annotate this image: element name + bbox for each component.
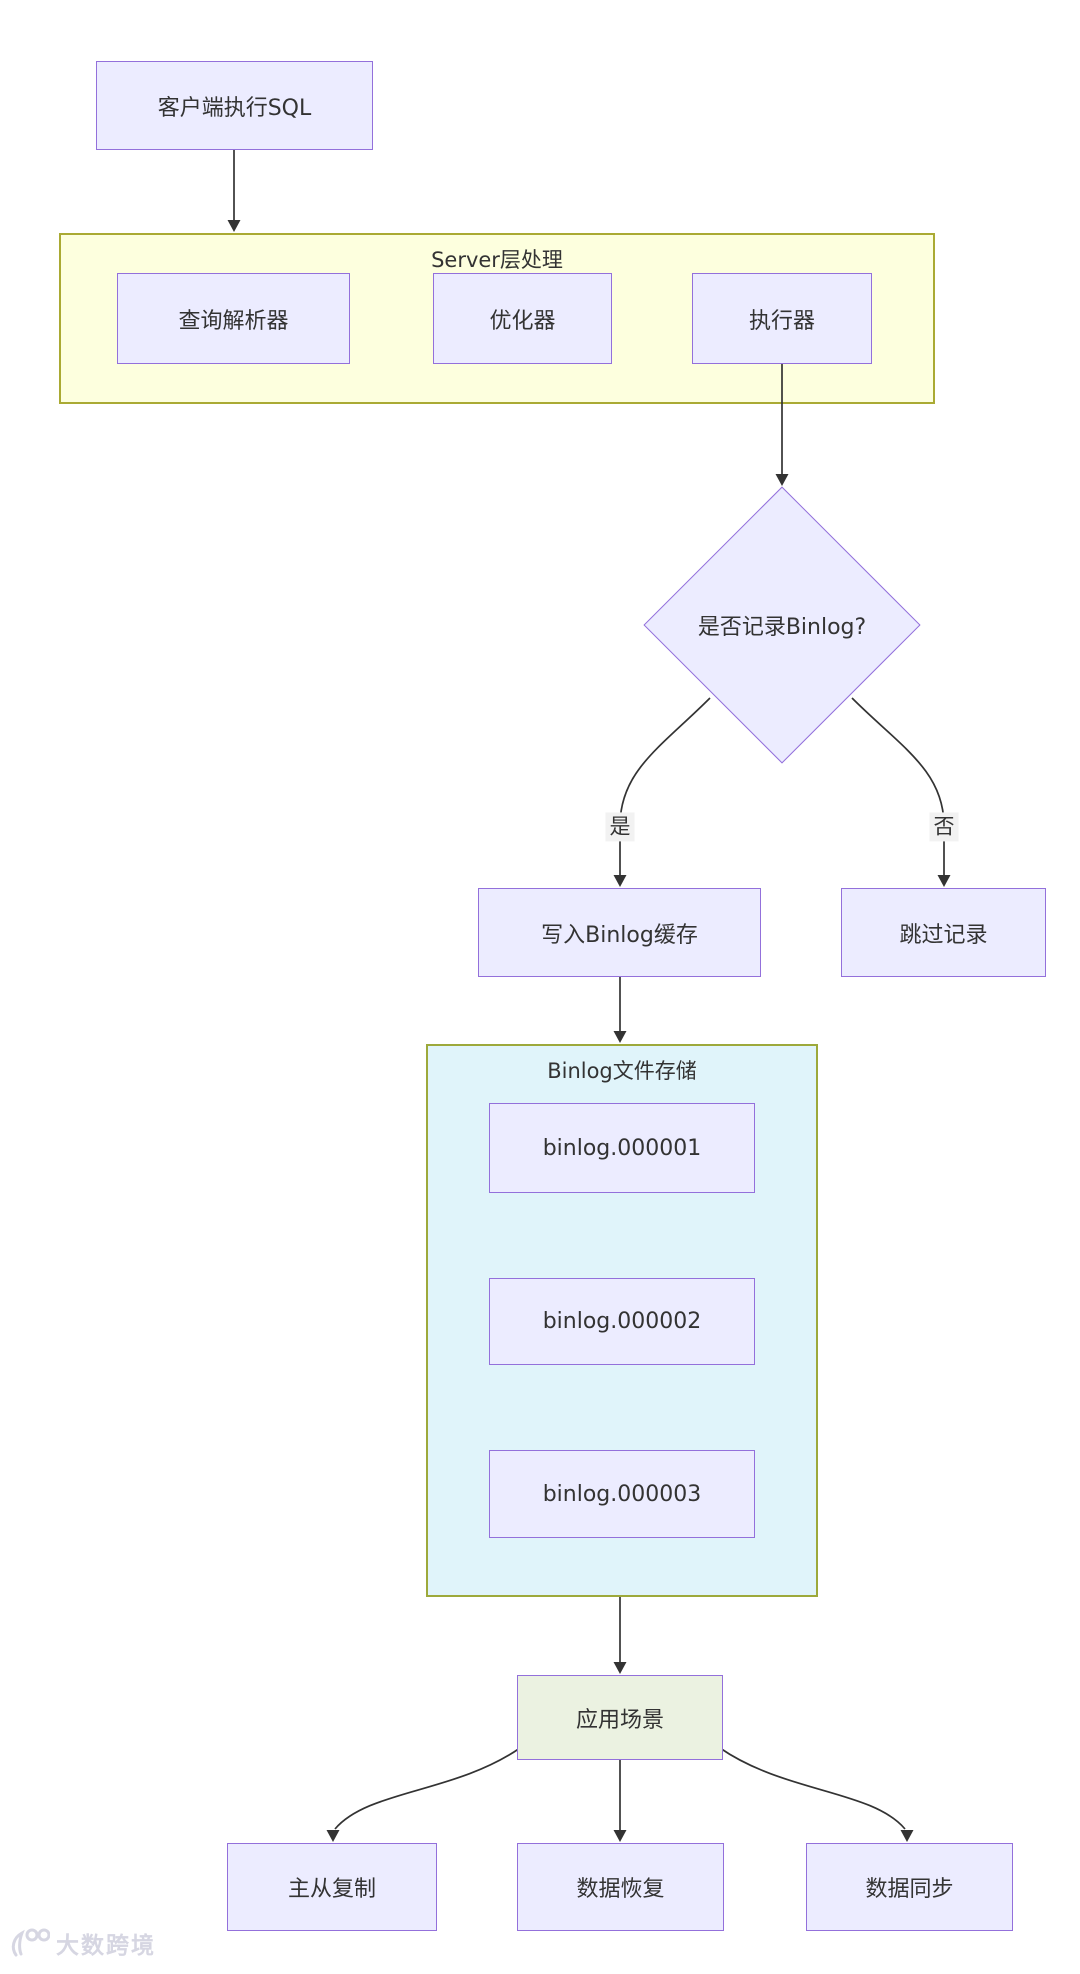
node-binlog-file-3-label: binlog.000003	[542, 1481, 702, 1507]
node-query-parser: 查询解析器	[117, 273, 350, 364]
edge-label-yes: 是	[605, 812, 635, 842]
node-write-binlog-cache: 写入Binlog缓存	[478, 888, 761, 977]
edge-decision-yes	[619, 697, 711, 875]
arrowhead	[613, 875, 627, 887]
watermark-logo-icon	[11, 1928, 50, 1957]
node-app-scenario-label: 应用场景	[575, 1707, 664, 1733]
decision-text: 是否记录Binlog?	[697, 615, 867, 640]
arrowhead	[613, 1031, 627, 1043]
node-write-binlog-cache-label: 写入Binlog缓存	[541, 922, 698, 948]
node-data-sync: 数据同步	[806, 1843, 1013, 1931]
node-master-slave-label: 主从复制	[287, 1877, 376, 1902]
arrowhead	[775, 474, 789, 486]
node-client-sql-label: 客户端执行SQL	[157, 95, 312, 121]
node-data-recovery: 数据恢复	[517, 1843, 724, 1931]
watermark-text: 大数跨境	[56, 1933, 156, 1959]
watermark: 大数跨境	[8, 1926, 156, 1960]
node-executor: 执行器	[692, 273, 872, 364]
edge-label-no: 否	[929, 812, 959, 842]
node-binlog-file-2: binlog.000002	[489, 1278, 755, 1365]
node-executor-label: 执行器	[748, 308, 815, 334]
node-master-slave: 主从复制	[227, 1843, 437, 1931]
node-binlog-file-1: binlog.000001	[489, 1103, 755, 1193]
node-data-recovery-label: 数据恢复	[576, 1877, 665, 1902]
node-query-parser-label: 查询解析器	[178, 308, 289, 334]
node-client-sql: 客户端执行SQL	[96, 61, 373, 150]
edge-scenario-to-sync	[719, 1747, 906, 1830]
node-optimizer-label: 优化器	[489, 308, 556, 334]
binlog-storage-label: Binlog文件存储	[547, 1059, 697, 1083]
arrowhead	[227, 220, 241, 232]
arrowhead	[937, 875, 951, 887]
node-skip-record: 跳过记录	[841, 888, 1046, 977]
edge-decision-no	[851, 697, 945, 875]
arrowhead	[326, 1830, 340, 1842]
server-layer-label: Server层处理	[431, 248, 563, 272]
node-app-scenario: 应用场景	[517, 1675, 723, 1760]
node-decision-label: 是否记录Binlog?	[662, 610, 902, 640]
node-binlog-file-2-label: binlog.000002	[542, 1309, 702, 1334]
node-data-sync-label: 数据同步	[865, 1877, 954, 1902]
node-optimizer: 优化器	[433, 273, 612, 364]
node-skip-record-label: 跳过记录	[899, 922, 988, 948]
node-binlog-file-3: binlog.000003	[489, 1450, 755, 1538]
node-binlog-file-1-label: binlog.000001	[542, 1135, 702, 1161]
edge-scenario-to-master-slave	[334, 1747, 521, 1830]
arrowhead	[613, 1830, 627, 1842]
arrowhead	[613, 1662, 627, 1674]
arrowhead	[900, 1830, 914, 1842]
